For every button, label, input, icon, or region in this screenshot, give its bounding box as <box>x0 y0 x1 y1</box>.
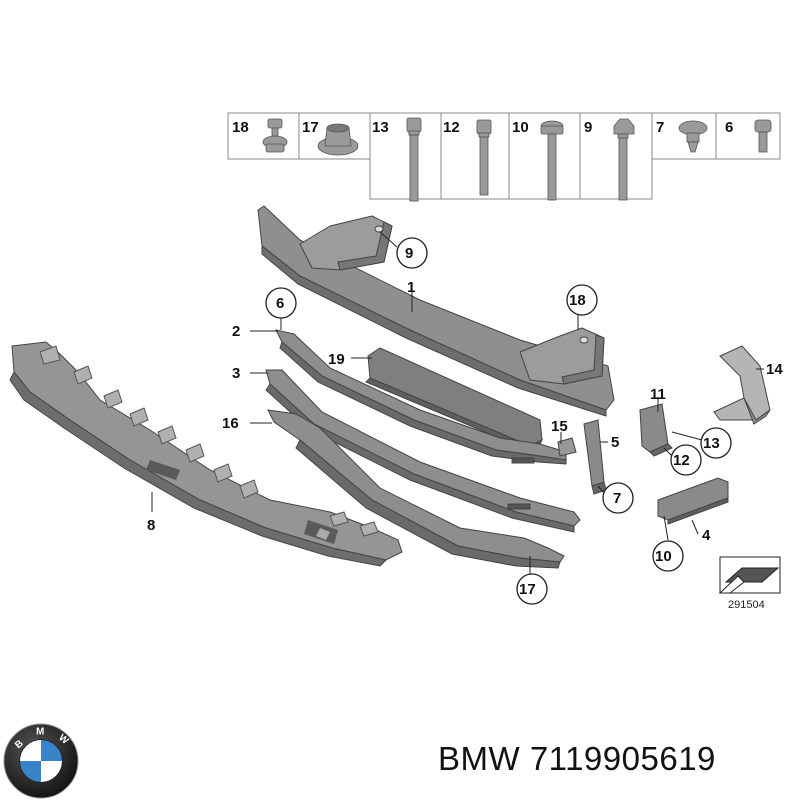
callout-17: 17 <box>519 581 536 598</box>
bmw-logo-icon: B M W <box>3 723 79 799</box>
callout-19: 19 <box>328 351 345 368</box>
hw-label-7: 7 <box>656 119 664 136</box>
callout-11: 11 <box>650 386 666 403</box>
callout-9: 9 <box>405 245 413 262</box>
callout-13: 13 <box>703 435 720 452</box>
bumper-carrier-part-1 <box>257 205 615 417</box>
part-number: BMW 7119905619 <box>438 740 716 777</box>
diagram-code: 291504 <box>728 599 765 611</box>
callout-10: 10 <box>655 548 672 565</box>
callout-16: 16 <box>222 415 239 432</box>
strip-part-2 <box>275 329 567 465</box>
bolt-13-icon <box>406 117 422 202</box>
hardware-icons <box>262 117 772 202</box>
callout-8: 8 <box>147 517 155 534</box>
screw-10-icon <box>540 120 564 201</box>
hw-label-18: 18 <box>232 119 249 136</box>
hw-label-12: 12 <box>443 119 460 136</box>
bracket-part-5 <box>583 419 607 495</box>
hw-label-6: 6 <box>725 119 733 136</box>
leader-lines <box>151 231 764 576</box>
callout-4: 4 <box>702 527 711 544</box>
callout-12: 12 <box>673 452 690 469</box>
hw-label-9: 9 <box>584 119 592 136</box>
callout-6: 6 <box>276 295 284 312</box>
callout-18: 18 <box>569 292 586 309</box>
hw-label-13: 13 <box>372 119 389 136</box>
bolt-9-icon <box>613 118 635 201</box>
expansion-rivet-icon <box>678 120 708 153</box>
bracket-part-11 <box>639 403 673 457</box>
flange-nut-icon <box>317 123 359 156</box>
callout-14: 14 <box>766 361 783 378</box>
hw-label-10: 10 <box>512 119 529 136</box>
hardware-labels: 18 17 13 12 10 9 7 6 <box>232 119 733 136</box>
bracket-part-14 <box>713 345 771 425</box>
callout-circles <box>265 237 732 605</box>
callout-15: 15 <box>551 418 568 435</box>
strip-part-16 <box>267 409 565 569</box>
callout-1: 1 <box>407 279 415 296</box>
energy-absorber-part-8 <box>9 341 403 567</box>
screw-6-icon <box>754 119 772 153</box>
callout-labels: 9 1 18 6 2 19 3 14 11 15 5 16 13 12 7 8 … <box>147 245 783 598</box>
svg-text:M: M <box>36 727 44 738</box>
callout-2: 2 <box>232 323 240 340</box>
clip-nut-icon <box>262 118 288 153</box>
orientation-arrow-icon <box>718 556 781 594</box>
block-part-4 <box>657 477 729 525</box>
callout-3: 3 <box>232 365 240 382</box>
callout-5: 5 <box>611 434 619 451</box>
callout-7: 7 <box>613 490 621 507</box>
bolt-12-icon <box>476 119 492 196</box>
hw-label-17: 17 <box>302 119 319 136</box>
hardware-strip <box>227 112 781 200</box>
clip-part-15 <box>557 437 577 457</box>
